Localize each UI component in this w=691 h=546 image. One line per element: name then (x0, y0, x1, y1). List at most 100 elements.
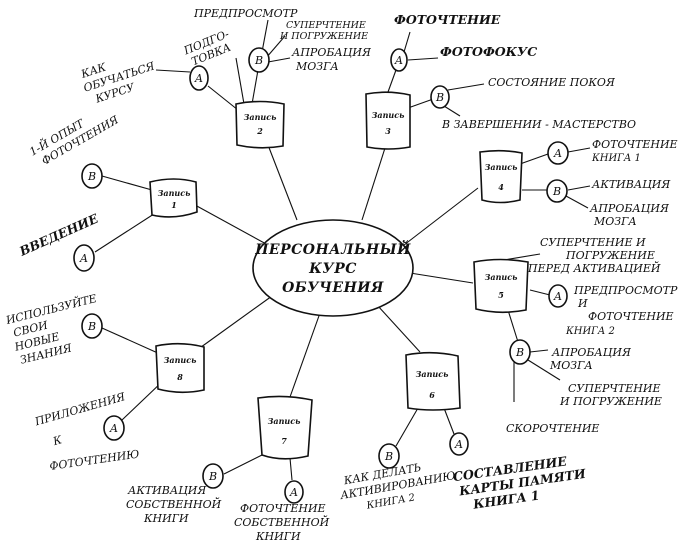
markers: B A A B A B A B A B B A B A B (73, 47, 569, 504)
s3-b2-label: В ЗАВЕРШЕНИИ - МАСТЕРСТВО (441, 118, 636, 131)
session-5-number: 5 (498, 290, 504, 300)
center-node: ПЕРСОНАЛЬНЫЙ КУРС ОБУЧЕНИЯ (252, 219, 414, 317)
link-s3-a2 (407, 57, 439, 61)
link-s2-b2 (265, 35, 286, 59)
link-s6-a (443, 407, 455, 435)
s3-b1-label: СОСТОЯНИЕ ПОКОЯ (488, 76, 616, 89)
s5-top-label-line-3: ПЕРЕД АКТИВАЦИЕЙ (527, 261, 661, 275)
link-s2-b3 (267, 57, 291, 63)
session-2-number: 2 (256, 126, 263, 136)
link-s7-a (289, 457, 293, 481)
s5-a-label-line-4: КНИГА 2 (565, 326, 615, 337)
link-center-s7 (289, 312, 321, 398)
marker-s8-a-label: A (109, 422, 118, 435)
link-s3-b1 (447, 83, 485, 91)
marker-s3-b (430, 85, 450, 109)
marker-s2-a (189, 65, 209, 91)
s3-a1-label: ФОТОЧТЕНИЕ (394, 12, 501, 27)
session-5: Запись 5 (473, 258, 529, 314)
link-s2-prep (235, 57, 245, 105)
s5-b2-label-line-1: СУПЕРЧТЕНИЕ (568, 382, 660, 395)
session-7-title: Запись (268, 416, 301, 426)
session-4: Запись 4 (479, 149, 523, 204)
session-8-title: Запись (164, 355, 197, 365)
s7-b-label-line-3: КНИГИ (143, 512, 189, 525)
s4-a-label-line-2: КНИГА 1 (591, 153, 641, 164)
session-1-number: 1 (171, 200, 177, 210)
link-center-s5 (409, 272, 474, 284)
link-s5-b1 (529, 349, 549, 353)
s5-a-label-line-3: ФОТОЧТЕНИЕ (588, 310, 674, 323)
s7-b-label-line-1: АКТИВАЦИЯ (127, 484, 207, 497)
link-s5-b2 (527, 359, 561, 381)
session-2: Запись 2 (235, 100, 285, 149)
marker-s3-a (390, 48, 408, 72)
session-1: Запись 1 (149, 178, 198, 218)
link-center-s1 (194, 204, 269, 246)
link-s7-b (223, 451, 269, 475)
link-s5-b (507, 309, 519, 343)
link-s5-top (503, 253, 541, 261)
s4-b2-label-line-1: АПРОБАЦИЯ (589, 202, 670, 215)
session-1-title: Запись (158, 188, 191, 198)
s5-b1-label-line-1: АПРОБАЦИЯ (551, 346, 632, 359)
link-s3-a1 (403, 31, 411, 53)
link-s3-a (387, 69, 397, 93)
marker-s6-b (378, 443, 400, 469)
marker-s6-b-label: B (384, 450, 393, 463)
session-4-number: 4 (498, 182, 504, 192)
s4-b1-label: АКТИВАЦИЯ (591, 178, 671, 191)
s2-b2-label-line-1: СУПЕРЧТЕНИЕ (286, 20, 366, 31)
marker-s3-b-label: B (435, 91, 444, 104)
link-s8-b (101, 327, 161, 355)
link-center-s3 (361, 147, 386, 221)
link-s4-b1 (567, 185, 591, 191)
marker-s7-b-label: B (208, 470, 217, 483)
marker-s6-a (449, 432, 469, 456)
link-s1-a (94, 211, 158, 253)
session-6: Запись 6 (405, 351, 461, 411)
session-2-title: Запись (244, 112, 277, 122)
session-3-number: 3 (385, 126, 391, 136)
marker-s5-a (548, 284, 568, 308)
link-s5-a (529, 289, 551, 296)
session-7-number: 7 (281, 436, 287, 446)
marker-s8-b-label: B (87, 320, 96, 333)
marker-s8-b (81, 313, 103, 339)
marker-s6-a-label: A (454, 438, 463, 451)
center-ellipse (252, 219, 414, 317)
link-s6-b (395, 407, 419, 447)
marker-s1-a-label: A (79, 252, 88, 265)
link-center-s8 (196, 295, 273, 351)
s5-top-label-line-2: ПОГРУЖЕНИЕ (565, 249, 655, 262)
s5-b1-label-line-2: МОЗГА (549, 359, 593, 372)
marker-s4-a (547, 141, 569, 165)
connector-lines (94, 19, 591, 481)
session-3: Запись 3 (365, 91, 411, 150)
session-3-title: Запись (372, 110, 405, 120)
marker-s1-a (73, 244, 95, 272)
link-s4-a (519, 153, 549, 165)
link-s8-a (121, 379, 165, 421)
center-line-1: ПЕРСОНАЛЬНЫЙ (254, 239, 411, 258)
session-8-number: 8 (177, 372, 183, 382)
link-s2-a-kak (155, 69, 191, 73)
s8-a-label-line-3: ФОТОЧТЕНИЮ (49, 447, 141, 472)
session-4-title: Запись (485, 162, 518, 172)
center-line-2: КУРС (308, 261, 357, 277)
link-s2-b1 (261, 19, 269, 53)
marker-s4-b (546, 179, 568, 203)
marker-s7-b (202, 463, 224, 489)
link-center-s6 (377, 305, 421, 353)
marker-s5-a-label: A (553, 290, 562, 303)
link-center-s2 (267, 144, 298, 221)
marker-s7-a-label: A (289, 486, 298, 499)
marker-s2-a-label: A (194, 72, 203, 85)
link-center-s4 (403, 187, 479, 246)
s8-a-label-line-2: К (51, 433, 64, 448)
center-line-3: ОБУЧЕНИЯ (282, 280, 384, 296)
s3-a2-label: ФОТОФОКУС (440, 44, 537, 59)
s2-b3-label-line-2: МОЗГА (295, 60, 339, 73)
marker-s5-b-label: B (515, 346, 524, 359)
